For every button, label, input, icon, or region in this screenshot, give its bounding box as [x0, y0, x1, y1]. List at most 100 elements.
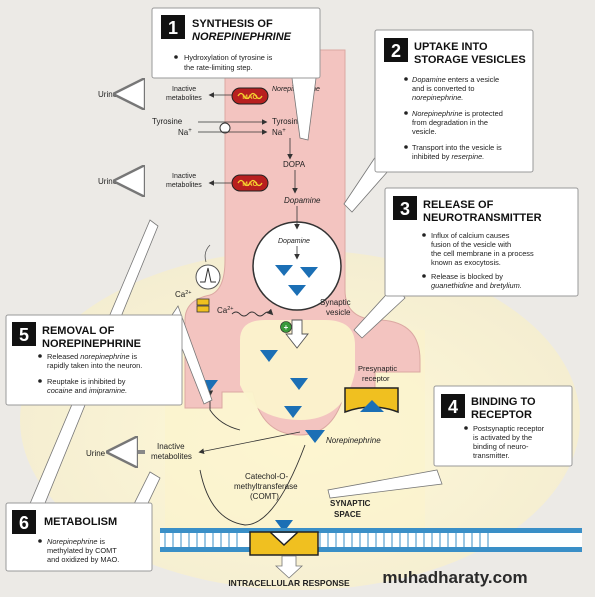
svg-text:transmitter.: transmitter. — [473, 451, 510, 460]
urine-label-mid: Urine — [98, 177, 118, 186]
box1-title2: NOREPINEPHRINE — [192, 31, 292, 43]
vesicle-norepinephrine — [275, 265, 318, 296]
box4-number: 4 — [448, 397, 458, 417]
svg-text:Influx of calcium causes: Influx of calcium causes — [431, 231, 510, 240]
svg-text:Release is blocked by: Release is blocked by — [431, 272, 503, 281]
inactive-label-bottom: Inactive — [157, 442, 185, 451]
box3-title1: RELEASE OF — [423, 199, 494, 211]
box1-title1: SYNTHESIS OF — [192, 18, 273, 30]
metabolites-label-top: metabolites — [166, 95, 202, 102]
box4-title1: BINDING TO — [471, 396, 536, 408]
box6-title: METABOLISM — [44, 516, 117, 528]
comt-curve — [199, 444, 306, 526]
presynaptic-receptor — [344, 387, 399, 414]
svg-text:Norepinephrine is protected: Norepinephrine is protected — [412, 109, 503, 118]
svg-text:cocaine and imipramine.: cocaine and imipramine. — [47, 386, 127, 395]
postsynaptic-membrane — [160, 528, 582, 552]
svg-text:guanethidine and bretylium.: guanethidine and bretylium. — [431, 281, 522, 290]
calcium-wavy-arrow — [231, 308, 274, 317]
svg-text:vesicle.: vesicle. — [412, 127, 437, 136]
mao-mitochondrion-top: MAO — [231, 87, 269, 105]
norepinephrine-cleft-label: Norepinephrine — [326, 436, 381, 445]
svg-text:rapidly taken into the neuron.: rapidly taken into the neuron. — [47, 361, 142, 370]
box1-bullet1a: Hydroxylation of tyrosine is — [184, 53, 273, 62]
comt-label2: methyltransferase — [234, 482, 298, 491]
box2-title1: UPTAKE INTO — [414, 41, 488, 53]
mao-label-top: MAO — [242, 94, 257, 101]
svg-text:known as exocytosis.: known as exocytosis. — [431, 258, 501, 267]
svg-text:norepinephrine.: norepinephrine. — [412, 93, 463, 102]
box5-title2: NOREPINEPHRINE — [42, 338, 141, 350]
released-norepinephrine — [200, 350, 325, 532]
box3-number: 3 — [400, 199, 410, 219]
presynaptic-label: Presynaptic — [358, 364, 397, 373]
svg-text:the cell membrane in a process: the cell membrane in a process — [431, 249, 534, 258]
svg-text:Postsynaptic receptor: Postsynaptic receptor — [473, 424, 545, 433]
callout-box-2: 2 UPTAKE INTO STORAGE VESICLES Dopamine … — [374, 29, 534, 173]
intracellular-response-label: INTRACELLULAR RESPONSE — [228, 578, 350, 588]
tyrosine-transporter — [219, 122, 231, 134]
na-outside-label: Na+ — [178, 128, 192, 137]
synaptic-space-label1: SYNAPTIC — [330, 499, 371, 508]
box2-number: 2 — [391, 41, 401, 61]
callout-box-1: 1 SYNTHESIS OF NOREPINEPHRINE Hydroxylat… — [151, 7, 321, 79]
watermark: muhadharaty.com — [382, 568, 527, 587]
svg-text:is activated by the: is activated by the — [473, 433, 532, 442]
synaptic-vesicle-label2: vesicle — [326, 308, 351, 317]
mao-mitochondrion-middle: MAO — [231, 174, 269, 192]
terminal-interior — [240, 320, 355, 420]
inactive-label-top: Inactive — [172, 86, 196, 93]
svg-text:Reuptake is inhibited by: Reuptake is inhibited by — [47, 377, 126, 386]
inactive-label-mid: Inactive — [172, 173, 196, 180]
box1-bullet1b: the rate-limiting step. — [184, 63, 253, 72]
svg-text:inhibited by reserpine.: inhibited by reserpine. — [412, 152, 484, 161]
synaptic-vesicle-label1: Synaptic — [320, 298, 351, 307]
box5-title1: REMOVAL OF — [42, 325, 115, 337]
calcium-plus-icon — [280, 321, 292, 333]
dopa-label: DOPA — [283, 160, 306, 169]
svg-text:from degradation in the: from degradation in the — [412, 118, 488, 127]
box4-title2: RECEPTOR — [471, 409, 532, 421]
comt-label1: Catechol-O- — [245, 472, 288, 481]
callout-box-4: 4 BINDING TO RECEPTOR Postsynaptic recep… — [433, 385, 573, 467]
ca-outside-label: Ca2+ — [175, 290, 192, 299]
box5-number: 5 — [19, 325, 29, 345]
box2-title2: STORAGE VESICLES — [414, 54, 526, 66]
vesicle-dopamine-label: Dopamine — [278, 238, 310, 245]
tyrosine-inside-label: Tyrosine — [272, 117, 303, 126]
comt-label3: (COMT) — [250, 492, 279, 501]
urine-label-top: Urine — [98, 90, 118, 99]
callout-box-6: 6 METABOLISM Norepinephrine is methylate… — [5, 502, 153, 572]
calcium-channel — [196, 298, 210, 313]
urine-label-bottom: Urine — [86, 449, 106, 458]
box1-number: 1 — [168, 18, 178, 38]
reuptake-arrow — [206, 390, 241, 431]
svg-text:methylated by COMT: methylated by COMT — [47, 546, 117, 555]
action-potential-icon — [195, 244, 221, 290]
svg-text:fusion of the vesicle with: fusion of the vesicle with — [431, 240, 511, 249]
callout-box-3: 3 RELEASE OF NEUROTRANSMITTER Influx of … — [384, 187, 579, 297]
svg-text:Norepinephrine is: Norepinephrine is — [47, 537, 105, 546]
mao-label-middle: MAO — [242, 181, 257, 188]
svg-text:Dopamine enters a vesicle: Dopamine enters a vesicle — [412, 75, 499, 84]
synaptic-space-label2: SPACE — [334, 510, 362, 519]
metabolites-label-mid: metabolites — [166, 182, 202, 189]
synaptic-vesicle — [252, 221, 342, 311]
exocytosis-arrow — [285, 319, 309, 349]
svg-text:Released norepinephrine is: Released norepinephrine is — [47, 352, 137, 361]
box6-number: 6 — [19, 513, 29, 533]
svg-text:Transport into the vesicle is: Transport into the vesicle is — [412, 143, 502, 152]
ca-inside-label: Ca2+ — [217, 306, 234, 315]
intracellular-arrow — [274, 555, 304, 579]
svg-text:binding of neuro-: binding of neuro- — [473, 442, 529, 451]
receptor-label-pre: receptor — [362, 374, 390, 383]
postsynaptic-receptor — [249, 531, 319, 556]
callout-box-5: 5 REMOVAL OF NOREPINEPHRINE Released nor… — [5, 314, 183, 406]
box3-title2: NEUROTRANSMITTER — [423, 212, 542, 224]
dopamine-label: Dopamine — [284, 196, 321, 205]
na-inside-label: Na+ — [272, 128, 286, 137]
svg-text:and oxidized by MAO.: and oxidized by MAO. — [47, 555, 119, 564]
svg-text:+: + — [284, 323, 289, 332]
